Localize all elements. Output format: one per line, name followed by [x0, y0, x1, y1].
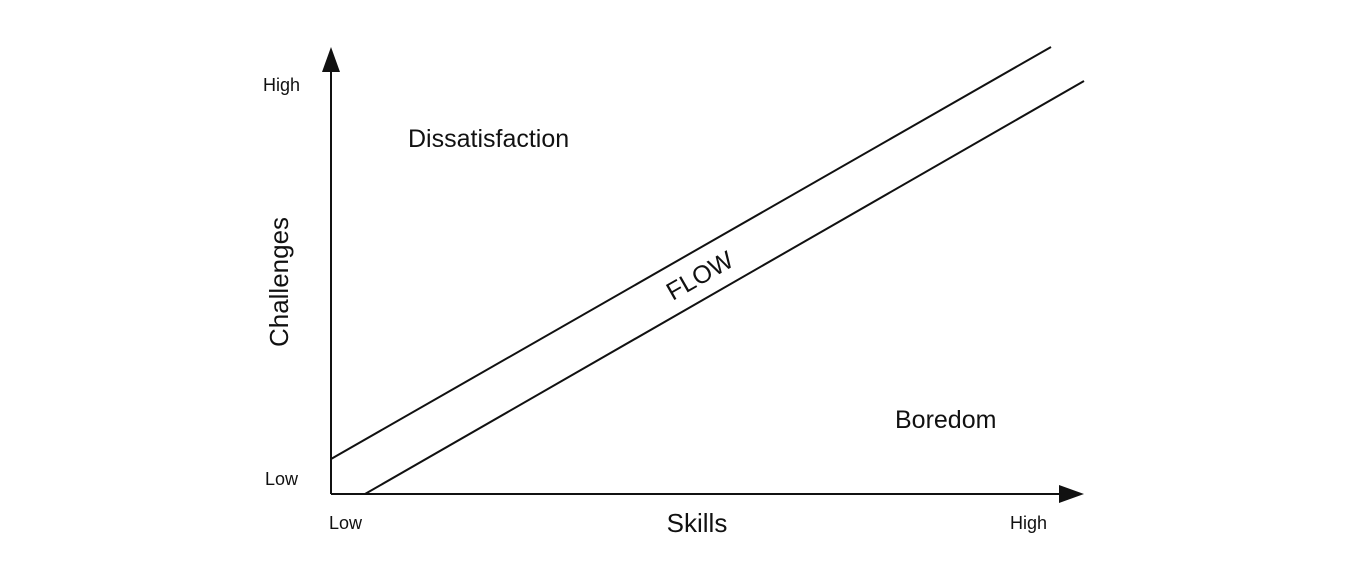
dissatisfaction-label: Dissatisfaction — [408, 125, 569, 153]
x-axis-low-label: Low — [329, 513, 363, 533]
flow-label: FLOW — [662, 246, 739, 306]
x-axis-title: Skills — [667, 508, 728, 538]
x-axis-high-label: High — [1010, 513, 1047, 533]
y-axis-high-label: High — [263, 75, 300, 95]
boredom-label: Boredom — [895, 406, 996, 434]
y-axis-arrow-icon — [322, 47, 340, 72]
y-axis-low-label: Low — [265, 469, 299, 489]
flow-upper-boundary — [330, 46, 1052, 460]
y-axis-title: Challenges — [264, 217, 294, 347]
x-axis-arrow-icon — [1059, 485, 1084, 503]
flow-lower-boundary — [364, 80, 1085, 495]
